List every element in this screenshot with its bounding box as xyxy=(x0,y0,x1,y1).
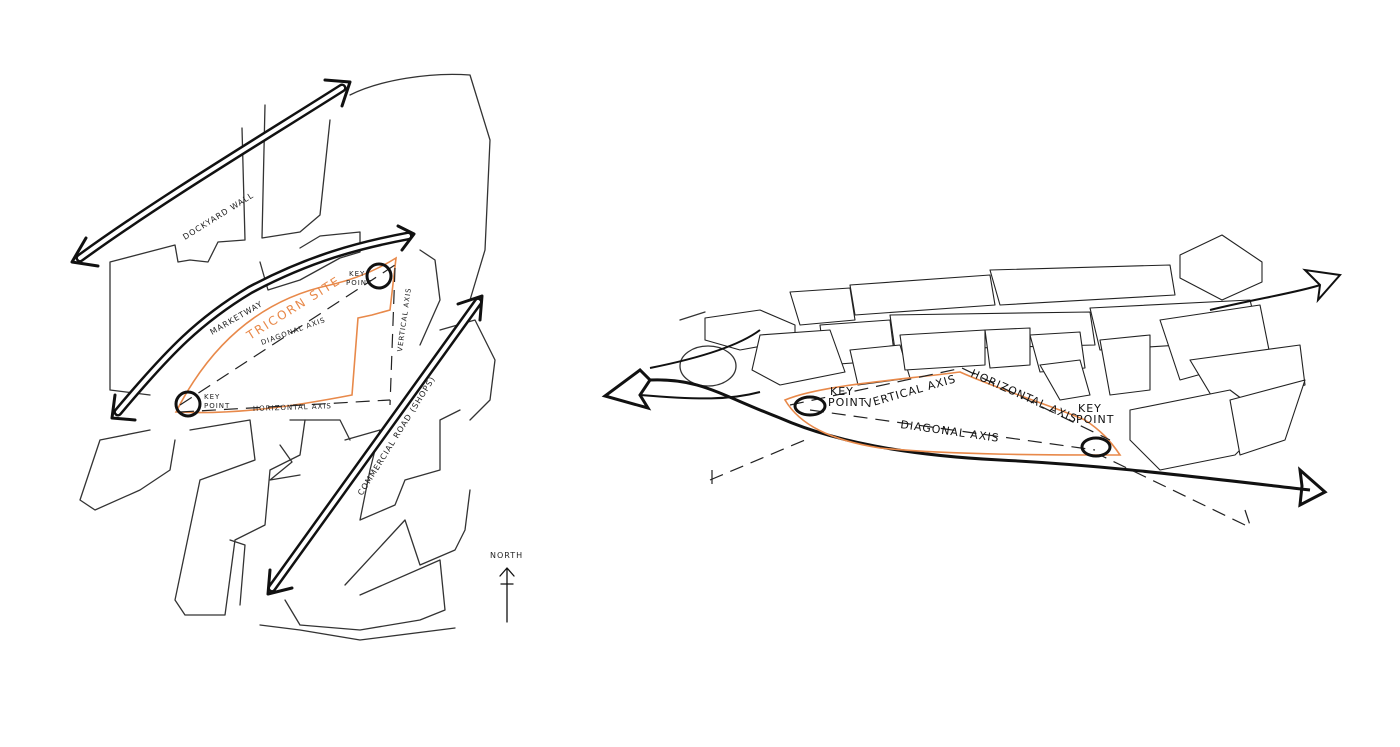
dockyard-wall-arrow xyxy=(70,78,352,268)
north-label: NORTH xyxy=(490,551,523,560)
key-point-marker xyxy=(793,395,827,417)
key-point-label: POINT xyxy=(828,396,866,409)
commercial-road-arrow xyxy=(266,294,484,596)
marketway-arrow xyxy=(110,224,416,422)
axonometric-view: KEY POINT KEY POINT VERTICAL AXIS HORIZO… xyxy=(601,234,1342,526)
key-point-label: KEY xyxy=(830,385,854,398)
diagonal-axis-label: DIAGONAL AXIS xyxy=(900,418,1001,445)
north-arrow: NORTH xyxy=(490,551,523,623)
roundabout xyxy=(679,345,737,387)
axes-dashed xyxy=(709,367,1251,526)
key-point-label: POINT xyxy=(204,402,230,410)
key-point-label: POINT xyxy=(346,279,372,287)
key-point-marker xyxy=(1080,436,1112,458)
axes-dashed xyxy=(179,264,396,413)
tricorn-site-outline xyxy=(174,256,397,414)
key-point-label: KEY xyxy=(349,270,365,278)
key-point-label: KEY xyxy=(1078,402,1102,415)
buildings xyxy=(704,234,1306,471)
key-point-marker xyxy=(365,262,393,290)
main-road xyxy=(601,268,1342,508)
commercial-road-label: COMMERCIAL ROAD (SHOPS) xyxy=(356,375,437,497)
key-point-label: POINT xyxy=(1076,413,1114,426)
plan-view: DOCKYARD WALL MARKETWAY TRICORN SITE DIA… xyxy=(70,73,523,641)
key-point-label: KEY xyxy=(204,393,220,401)
vertical-axis-label: VERTICAL AXIS xyxy=(396,287,413,352)
horizontal-axis-label: HORIZONTAL AXIS xyxy=(253,402,332,413)
key-point-marker xyxy=(174,390,202,418)
